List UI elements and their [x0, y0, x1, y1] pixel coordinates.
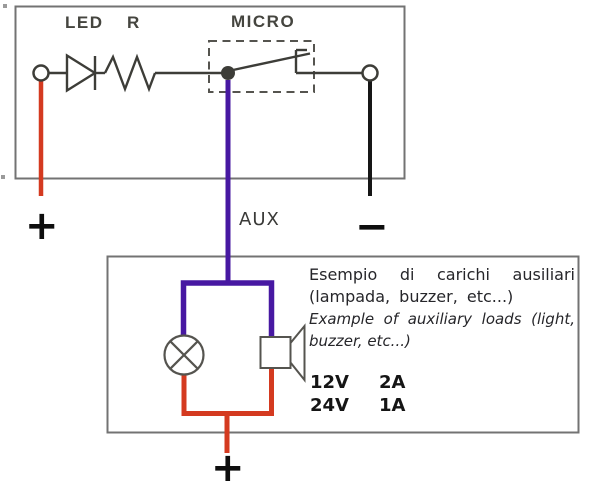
note-line-italian-2: (lampada, buzzer, etc...)	[309, 287, 514, 306]
crop-speck-top	[3, 4, 7, 8]
aux-label: AUX	[239, 209, 280, 230]
rating-current: 2A	[379, 372, 406, 393]
resistor-zigzag	[103, 53, 157, 93]
led-diode-triangle	[65, 53, 98, 93]
note-line-english-1: Example of auxiliary loads (light,	[309, 310, 575, 328]
positive-terminal-circle	[32, 64, 50, 82]
led-label: LED	[65, 13, 104, 32]
resistor-label: R	[127, 13, 141, 32]
negative-terminal-circle	[361, 64, 379, 82]
switch-common-node-dot	[221, 66, 235, 80]
buzzer-horn	[289, 323, 306, 383]
buzzer-symbol	[259, 323, 306, 383]
crop-speck-bottom	[1, 175, 5, 179]
note-line-italian-1: Esempio di carichi ausiliari	[309, 265, 575, 284]
negative-sign-top: −	[355, 204, 389, 250]
buzzer-body	[259, 336, 292, 369]
aux-wire-branches	[180, 280, 275, 337]
rating-row-12v: 12V 2A	[310, 372, 440, 394]
rating-voltage: 24V	[310, 395, 349, 416]
controller-box-outline	[14, 5, 406, 180]
rating-current: 1A	[379, 395, 406, 416]
loads-box-outline	[106, 255, 580, 434]
positive-wire-loads-return	[181, 368, 274, 416]
lamp-cross-line-2	[169, 340, 199, 370]
note-line-english-2: buzzer, etc...)	[309, 332, 411, 350]
rating-row-24v: 24V 1A	[310, 395, 440, 417]
rating-voltage: 12V	[310, 372, 349, 393]
controller-internal-wiring	[48, 48, 362, 93]
loads-note: Esempio di carichi ausiliari (lampada, b…	[309, 264, 575, 352]
switch-lever	[232, 52, 311, 72]
lamp-symbol	[163, 334, 205, 376]
positive-sign-top: +	[25, 203, 59, 249]
positive-sign-bottom: +	[211, 445, 245, 487]
micro-label: MICRO	[231, 12, 296, 31]
micro-dashed-box	[208, 40, 315, 93]
